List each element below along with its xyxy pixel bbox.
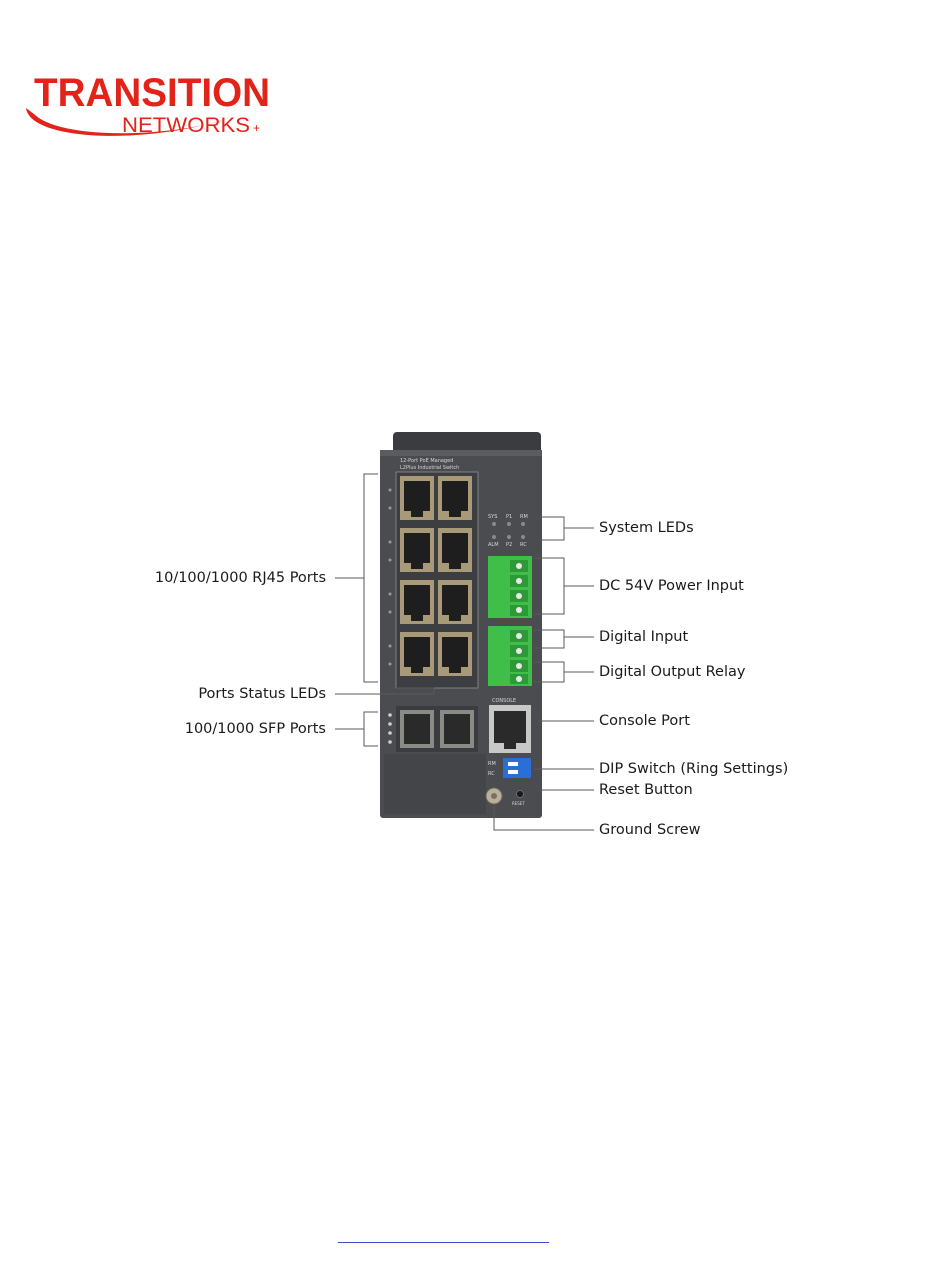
rj45-port[interactable] [400,528,434,572]
callout-ground-screw: Ground Screw [599,821,701,839]
system-led-label: P2 [506,542,512,548]
system-led-label: SYS [488,514,497,520]
reset-button[interactable] [517,791,524,798]
dip-label: RC [488,771,495,777]
device-model-line-1: 12-Port PoE Managed [400,458,453,464]
rj45-port[interactable] [438,476,472,520]
system-led-label: RC [520,542,527,548]
rj45-port[interactable] [400,476,434,520]
sfp-port[interactable] [440,710,474,748]
sfp-port[interactable] [400,710,434,748]
rj45-port[interactable] [438,632,472,676]
rj45-port[interactable] [438,580,472,624]
system-led-label: ALM [488,542,499,548]
callout-rj45-ports: 10/100/1000 RJ45 Ports [155,569,326,587]
callout-reset-button: Reset Button [599,781,693,799]
callout-system-leds: System LEDs [599,519,694,537]
dip-switch[interactable] [503,758,531,778]
dip-label: RM [488,761,496,767]
console-port[interactable] [489,705,531,753]
rj45-port[interactable] [400,632,434,676]
reset-label: RESET [512,801,525,806]
console-label: CONSOLE [492,698,516,704]
callout-digital-output-relay: Digital Output Relay [599,663,745,681]
ground-screw [486,788,502,804]
callout-ports-status-leds: Ports Status LEDs [198,685,326,703]
callout-dc-power-input: DC 54V Power Input [599,577,744,595]
dc-power-terminal[interactable] [488,556,532,618]
device-model-line-2: L2Plus Industrial Switch [400,465,459,471]
callout-dip-switch: DIP Switch (Ring Settings) [599,760,788,778]
system-led-label: RM [520,514,528,520]
callout-digital-input: Digital Input [599,628,688,646]
sfp-port-block [396,706,478,752]
system-led-label: P1 [506,514,512,520]
callout-sfp-ports: 100/1000 SFP Ports [185,720,326,738]
rj45-port-block [396,472,478,688]
rj45-port[interactable] [438,528,472,572]
footer-link[interactable] [338,1230,549,1243]
rj45-port[interactable] [400,580,434,624]
callout-console-port: Console Port [599,712,690,730]
digital-io-terminal[interactable] [488,626,532,686]
